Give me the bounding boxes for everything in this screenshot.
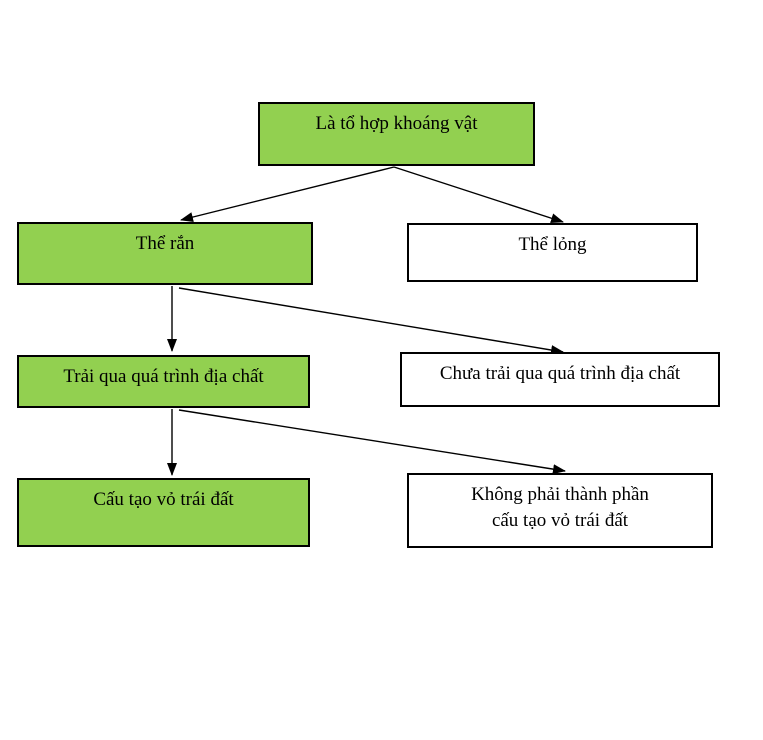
node-la-to-hop-khoang-vat: Là tổ hợp khoáng vật — [258, 102, 535, 166]
node-chua-trai-qua-qua-trinh-dia-chat: Chưa trải qua quá trình địa chất — [400, 352, 720, 407]
node-trai-qua-qua-trinh-dia-chat: Trải qua quá trình địa chất — [17, 355, 310, 408]
edge-root-to-the-long — [393, 166, 564, 224]
node-the-long: Thể lỏng — [407, 223, 698, 282]
node-khong-phai-thanh-phan: Không phải thành phần cấu tạo vỏ trái đấ… — [407, 473, 713, 548]
edge-trai-qua-to-khong-phai — [178, 409, 566, 475]
edge-root-to-the-ran — [180, 166, 395, 222]
node-the-ran: Thể rắn — [17, 222, 313, 285]
node-cau-tao-vo-trai-dat: Cấu tạo vỏ trái đất — [17, 478, 310, 547]
edge-the-ran-to-chua-trai — [178, 287, 564, 355]
